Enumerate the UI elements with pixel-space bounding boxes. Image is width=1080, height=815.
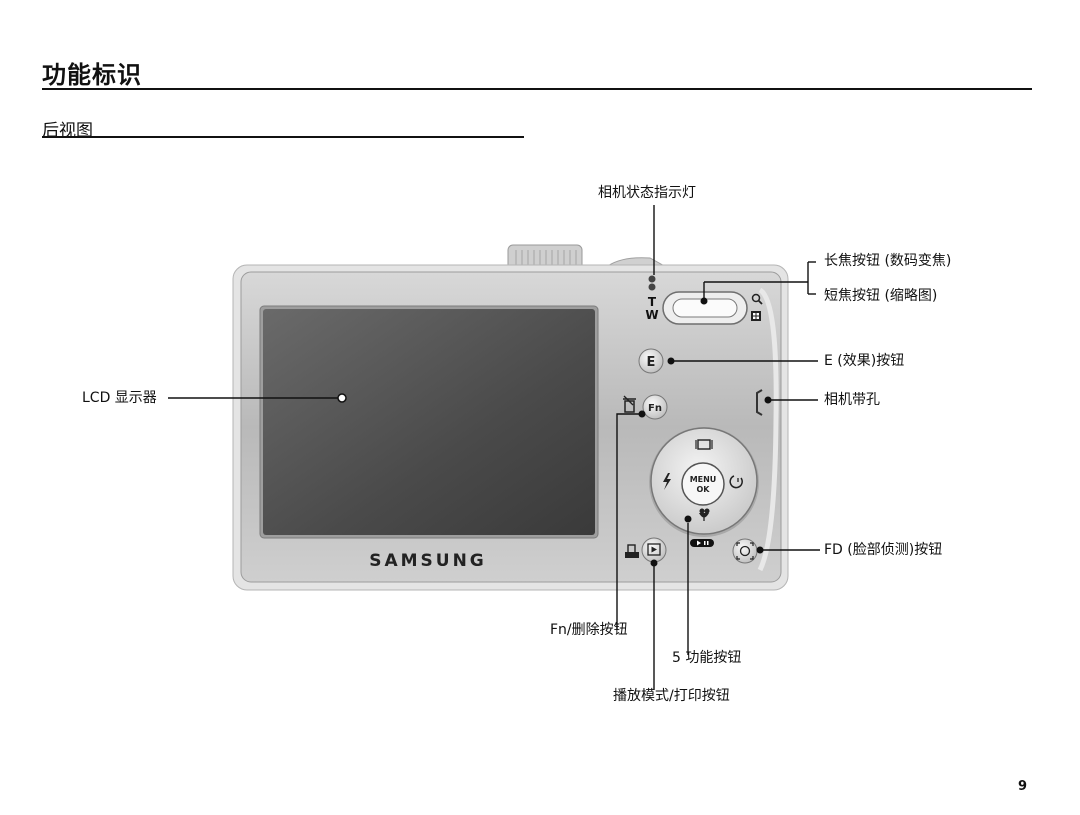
play-pause-icon [690, 539, 714, 547]
callout-fd-button: FD (脸部侦测)按钮 [824, 542, 943, 558]
brand-logo: SAMSUNG [369, 551, 487, 571]
callout-play-print: 播放模式/打印按钮 [613, 688, 730, 704]
trash-icon [623, 395, 636, 413]
fn-button[interactable] [642, 394, 668, 420]
dpad-callout-dot [684, 515, 692, 523]
menu-ok-button[interactable] [681, 462, 725, 506]
display-frame-icon [695, 439, 713, 450]
callout-lcd: LCD 显示器 [82, 390, 157, 406]
callout-fn-delete: Fn/删除按钮 [550, 622, 628, 638]
section-rule [42, 136, 524, 138]
macro-flower-icon [699, 508, 710, 521]
flash-icon [663, 473, 671, 490]
lcd-screen [263, 309, 595, 535]
strap-eyelet [756, 389, 763, 416]
menu-ok-label-2: OK [697, 485, 711, 494]
self-timer-icon [729, 475, 743, 489]
e-button-label: E [647, 355, 656, 370]
status-lamp-bottom [648, 283, 656, 291]
thumbnail-grid-icon [751, 311, 761, 321]
e-button[interactable] [638, 348, 664, 374]
fn-button-label: Fn [648, 403, 662, 414]
status-lamp-top [648, 275, 656, 283]
callout-e-button: E (效果)按钮 [824, 353, 905, 369]
callout-dots [337, 297, 772, 567]
menu-ok-label-1: MENU [690, 475, 717, 484]
callout-five-function: 5 功能按钮 [672, 650, 742, 666]
zoom-w-label: W [645, 308, 658, 322]
page-title: 功能标识 [42, 61, 142, 89]
title-rule [42, 88, 1032, 90]
callout-wide-button: 短焦按钮 (缩略图) [824, 288, 938, 304]
page-number: 9 [1017, 779, 1027, 794]
printer-icon [625, 544, 639, 558]
callout-strap-eyelet: 相机带孔 [824, 392, 880, 408]
magnifier-icon [751, 293, 763, 305]
callout-lines [168, 205, 820, 690]
callout-tele-button: 长焦按钮 (数码变焦) [824, 253, 952, 269]
zoom-t-label: T [648, 295, 657, 309]
play-icon [647, 543, 661, 556]
callout-status-lamp: 相机状态指示灯 [598, 185, 696, 201]
face-detect-icon [736, 542, 754, 560]
